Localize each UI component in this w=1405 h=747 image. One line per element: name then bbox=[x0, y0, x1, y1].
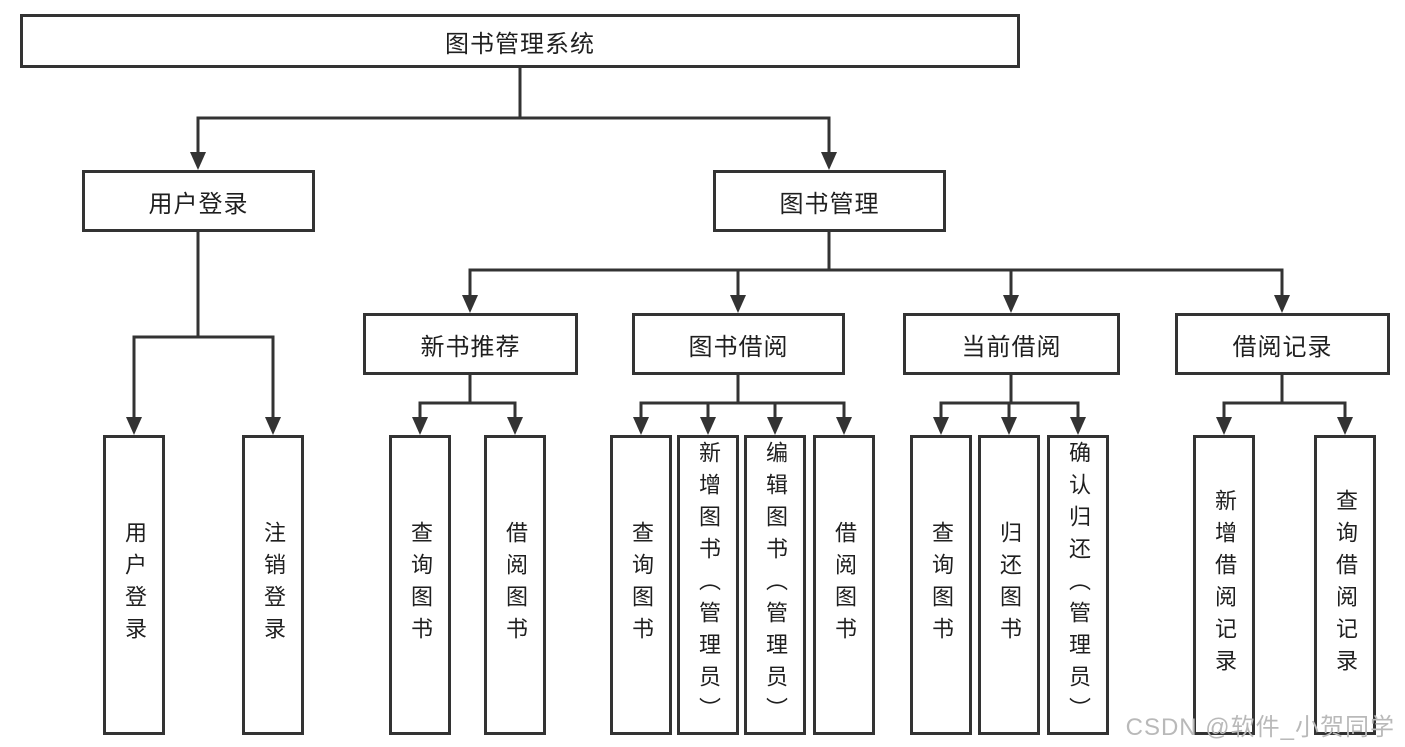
leaf-newbooks-query: 查询图书 bbox=[389, 435, 451, 735]
leaf-current-query-label: 查询图书 bbox=[929, 521, 954, 649]
connector-bookmgmt-to-level3 bbox=[462, 232, 1290, 313]
leaf-newbooks-query-label: 查询图书 bbox=[408, 521, 433, 649]
node-book-mgmt-label: 图书管理 bbox=[779, 190, 880, 218]
connector-newbooks-to-leaves bbox=[412, 375, 523, 435]
node-user-login-label: 用户登录 bbox=[148, 190, 249, 218]
connector-currentborrow-to-leaves bbox=[933, 375, 1086, 435]
leaf-records-add: 新增借阅记录 bbox=[1193, 435, 1255, 735]
leaf-newbooks-borrow: 借阅图书 bbox=[484, 435, 546, 735]
leaf-newbooks-borrow-label: 借阅图书 bbox=[503, 521, 528, 649]
node-root-label: 图书管理系统 bbox=[445, 30, 595, 58]
leaf-borrow-edit-label: 编辑图书（管理员） bbox=[763, 441, 788, 729]
leaf-user-login: 用户登录 bbox=[103, 435, 165, 735]
leaf-records-add-label: 新增借阅记录 bbox=[1212, 489, 1237, 681]
leaf-borrow-borrow-label: 借阅图书 bbox=[832, 521, 857, 649]
node-current-borrow-label: 当前借阅 bbox=[961, 333, 1062, 361]
leaf-current-return-label: 归还图书 bbox=[997, 521, 1022, 649]
leaf-borrow-edit: 编辑图书（管理员） bbox=[744, 435, 806, 735]
leaf-borrow-query: 查询图书 bbox=[610, 435, 672, 735]
connector-bookborrow-to-leaves bbox=[633, 375, 852, 435]
leaf-logout: 注销登录 bbox=[242, 435, 304, 735]
leaf-current-query: 查询图书 bbox=[910, 435, 972, 735]
node-new-books-label: 新书推荐 bbox=[420, 333, 521, 361]
connector-userlogin-to-leaves bbox=[126, 232, 281, 435]
leaf-logout-label: 注销登录 bbox=[261, 521, 286, 649]
connector-root-to-level2 bbox=[190, 68, 837, 170]
node-root: 图书管理系统 bbox=[20, 14, 1020, 68]
leaf-current-confirm-label: 确认归还（管理员） bbox=[1066, 441, 1091, 729]
node-borrow-records-label: 借阅记录 bbox=[1232, 333, 1333, 361]
node-user-login: 用户登录 bbox=[82, 170, 315, 232]
leaf-records-query: 查询借阅记录 bbox=[1314, 435, 1376, 735]
node-book-borrow: 图书借阅 bbox=[632, 313, 845, 375]
connector-records-to-leaves bbox=[1216, 375, 1353, 435]
watermark: CSDN @软件_小贺同学 bbox=[1125, 714, 1395, 741]
node-new-books: 新书推荐 bbox=[363, 313, 578, 375]
node-book-mgmt: 图书管理 bbox=[713, 170, 946, 232]
leaf-borrow-query-label: 查询图书 bbox=[629, 521, 654, 649]
leaf-borrow-add-label: 新增图书（管理员） bbox=[696, 441, 721, 729]
node-book-borrow-label: 图书借阅 bbox=[688, 333, 789, 361]
leaf-user-login-label: 用户登录 bbox=[122, 521, 147, 649]
leaf-borrow-borrow: 借阅图书 bbox=[813, 435, 875, 735]
node-current-borrow: 当前借阅 bbox=[903, 313, 1120, 375]
node-borrow-records: 借阅记录 bbox=[1175, 313, 1390, 375]
leaf-borrow-add: 新增图书（管理员） bbox=[677, 435, 739, 735]
leaf-current-confirm: 确认归还（管理员） bbox=[1047, 435, 1109, 735]
leaf-records-query-label: 查询借阅记录 bbox=[1333, 489, 1358, 681]
leaf-current-return: 归还图书 bbox=[978, 435, 1040, 735]
